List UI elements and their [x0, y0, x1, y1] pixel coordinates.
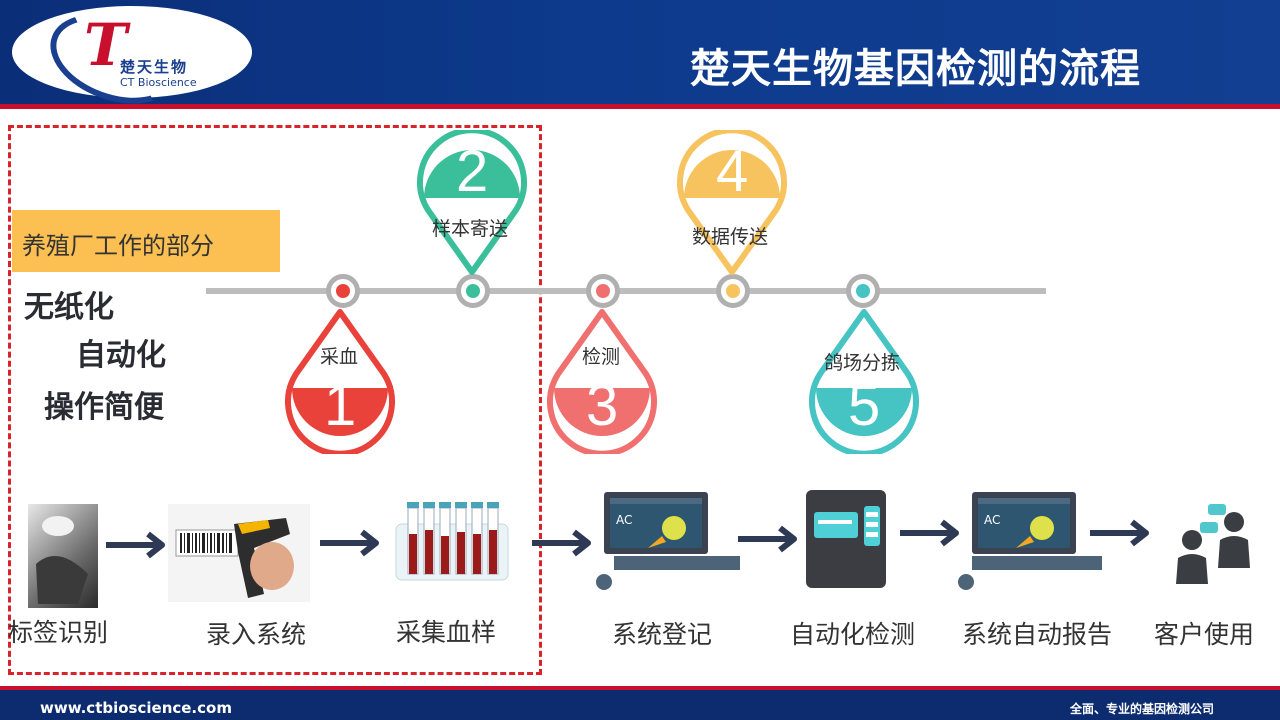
timeline-node-5 — [846, 274, 880, 308]
step-label-auto-report: 系统自动报告 — [962, 620, 1113, 649]
milestone-2-number: 2 — [456, 139, 489, 204]
milestone-3-drop-icon — [547, 309, 657, 457]
logo-letter: T — [84, 11, 128, 79]
milestone-5-label: 鸽场分拣 — [824, 352, 901, 374]
step-label-tag-recognition: 标签识别 — [8, 618, 109, 647]
farm-section-label: 养殖厂工作的部分 — [12, 210, 280, 272]
milestone-5-number: 5 — [848, 373, 881, 438]
timeline-node-1 — [326, 274, 360, 308]
logo-name-cn: 楚天生物 — [120, 58, 189, 76]
header-divider — [0, 104, 1280, 109]
milestone-4-drop-icon — [677, 127, 787, 275]
blood-sample-tubes-image — [392, 494, 512, 590]
milestone-2-label: 样本寄送 — [432, 218, 509, 240]
arrow-right-icon — [738, 525, 797, 553]
logo-background — [12, 6, 252, 98]
milestone-4-pin: 4 数据传送 — [672, 127, 792, 276]
milestone-4-number: 4 — [716, 139, 749, 204]
timeline-node-3 — [586, 274, 620, 308]
barcode-scanner-image — [168, 504, 310, 602]
step-label-system-entry: 录入系统 — [206, 620, 307, 649]
monitor-2-screen-text: AC — [984, 513, 1000, 527]
customers-icon — [1170, 500, 1254, 586]
arrow-right-icon — [532, 529, 591, 557]
feature-paperless: 无纸化 — [24, 290, 114, 325]
footer-website: www.ctbioscience.com — [40, 699, 232, 717]
footer-bar — [0, 690, 1280, 720]
milestone-1-label: 采血 — [320, 346, 359, 368]
step-label-customer-use: 客户使用 — [1154, 620, 1255, 649]
milestone-1-number: 1 — [324, 373, 357, 438]
pigeon-hands-image — [28, 504, 98, 608]
milestone-1-pin: 采血 1 — [280, 308, 400, 457]
milestone-5-pin: 鸽场分拣 5 — [804, 308, 924, 457]
footer-slogan: 全面、专业的基因检测公司 — [1070, 702, 1215, 716]
milestone-2-drop-icon — [417, 127, 527, 275]
registration-monitor-image: AC — [574, 490, 742, 594]
milestone-3-number: 3 — [586, 373, 619, 438]
arrow-right-icon — [900, 519, 959, 547]
timeline-node-4 — [716, 274, 750, 308]
step-label-system-registration: 系统登记 — [612, 620, 713, 649]
farm-section-label-text: 养殖厂工作的部分 — [22, 232, 214, 260]
detection-machine-image — [806, 490, 886, 588]
feature-easy-operation: 操作简便 — [44, 390, 164, 425]
page-title: 楚天生物基因检测的流程 — [690, 46, 1141, 92]
monitor-1-screen-text: AC — [616, 513, 632, 527]
step-label-automated-detection: 自动化检测 — [790, 620, 916, 649]
farm-section-box — [8, 125, 542, 675]
timeline-node-2 — [456, 274, 490, 308]
feature-automation: 自动化 — [76, 338, 166, 373]
milestone-3-label: 检测 — [582, 346, 621, 368]
milestone-4-label: 数据传送 — [692, 226, 769, 248]
report-monitor-image: AC — [952, 490, 1120, 594]
logo-name-en: CT Bioscience — [120, 76, 197, 89]
arrow-right-icon — [1090, 519, 1149, 547]
footer-divider — [0, 686, 1280, 690]
arrow-right-icon — [106, 531, 165, 559]
timeline-line — [206, 288, 1046, 294]
milestone-1-drop-icon — [285, 309, 395, 457]
milestone-5-drop-icon — [809, 309, 919, 457]
milestone-3-pin: 检测 3 — [542, 308, 662, 457]
arrow-right-icon — [320, 529, 379, 557]
step-label-blood-collection: 采集血样 — [396, 618, 497, 647]
milestone-2-pin: 2 样本寄送 — [412, 127, 532, 276]
